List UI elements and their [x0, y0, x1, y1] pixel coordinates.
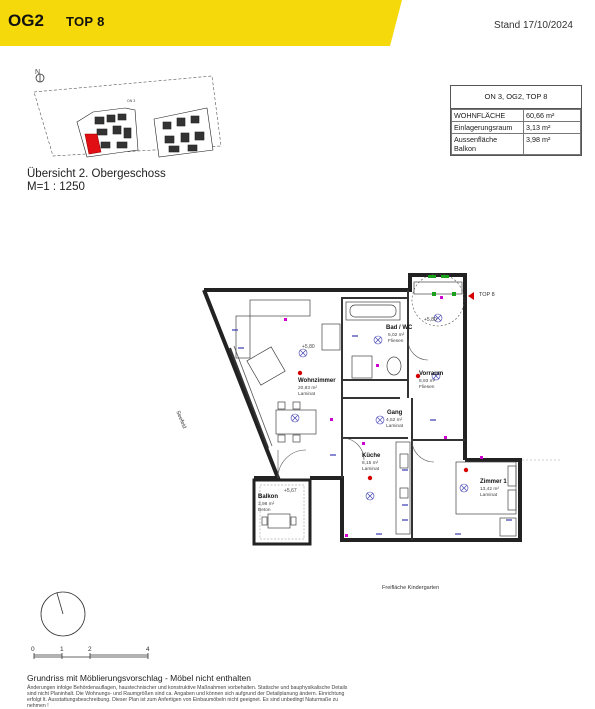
header-bar: OG2 TOP 8 Stand 17/10/2024 — [0, 0, 595, 46]
scale-tick-2: 2 — [88, 646, 92, 653]
scale-tick-4: 4 — [146, 646, 150, 653]
room-floor-gang: Laminat — [386, 424, 404, 429]
kitchen-counters — [395, 441, 411, 535]
room-area-bad: 5,02 m² — [388, 333, 405, 338]
footer-note: Änderungen infolge Behördenauflagen, hau… — [27, 685, 348, 709]
room-area-balkon: 3,98 m² — [258, 502, 275, 507]
room-floor-vorraum: Fliesen — [419, 385, 435, 390]
building-block-left — [76, 107, 139, 158]
area-label-balkon: Aussenfläche Balkon — [451, 133, 524, 155]
room-floor-zimmer1: Laminat — [480, 493, 498, 498]
stand-date: Stand 17/10/2024 — [494, 20, 573, 31]
room-floor-bad: Fliesen — [388, 339, 404, 344]
info-box-heading: ON 3, OG2, TOP 8 — [451, 86, 581, 109]
room-area-vorraum: 8,93 m² — [419, 379, 436, 384]
outer-walls — [202, 273, 522, 542]
unit-title: TOP 8 — [66, 14, 105, 29]
room-name-wohnzimmer: Wohnzimmer — [298, 378, 336, 384]
room-name-zimmer1: Zimmer 1 — [480, 479, 507, 485]
header-accent-shape — [0, 0, 402, 46]
area-value-balkon: 3,98 m² — [523, 133, 581, 155]
room-name-bad: Bad / WC — [386, 325, 413, 331]
north-label: N — [35, 69, 41, 76]
building-block-right — [153, 107, 214, 158]
balcony-outline — [252, 478, 312, 546]
room-area-wohnzimmer: 20,83 m² — [298, 386, 317, 391]
unit-highlight — [84, 133, 102, 155]
detector-markers — [284, 296, 483, 537]
room-area-gang: 4,52 m² — [386, 418, 403, 423]
room-name-balkon: Balkon — [258, 494, 279, 500]
info-box: ON 3, OG2, TOP 8 WOHNFLÄCHE 60,66 m² Ein… — [450, 85, 582, 156]
footer-title: Grundriss mit Möblierungsvorschlag - Möb… — [27, 673, 251, 683]
facade-window — [229, 347, 269, 449]
block-label: ON 3 — [127, 99, 136, 103]
overview-title: Übersicht 2. Obergeschoss — [27, 168, 166, 180]
room-area-kueche: 8,15 m² — [362, 461, 379, 466]
north-arrow-icon — [35, 73, 45, 83]
scale-tick-1: 1 — [60, 646, 64, 653]
room-floor-balkon: Beton — [258, 508, 271, 513]
site-overview-map — [33, 73, 222, 158]
level-title: OG2 — [8, 11, 44, 30]
room-name-vorraum: Vorraum — [419, 371, 444, 377]
bedroom-furniture — [455, 461, 517, 537]
table-row: Aussenfläche Balkon 3,98 m² — [451, 133, 581, 155]
room-name-kueche: Küche — [362, 453, 381, 459]
table-row: Einlagerungsraum 3,13 m² — [451, 121, 581, 134]
room-floor-kueche: Laminat — [362, 467, 380, 472]
equipment-markers — [428, 275, 456, 296]
room-floor-wohnzimmer: Laminat — [298, 392, 316, 397]
scale-bar — [33, 653, 149, 659]
top-marker-icon — [468, 292, 474, 300]
plan-compass-icon — [40, 591, 86, 637]
scale-tick-0: 0 — [31, 646, 35, 653]
level-living: +5,80 — [302, 344, 315, 350]
room-area-zimmer1: 13,42 m² — [480, 487, 499, 492]
bath-fixtures — [345, 281, 463, 379]
room-name-gang: Gang — [387, 410, 403, 416]
socket-markers — [232, 329, 512, 535]
top-marker-label: TOP 8 — [479, 292, 495, 298]
level-storage: +5,80 — [424, 317, 437, 323]
inner-walls — [341, 290, 465, 540]
living-furniture — [235, 299, 341, 443]
door-swings — [277, 273, 465, 479]
light-symbols — [290, 313, 469, 501]
area-table: WOHNFLÄCHE 60,66 m² Einlagerungsraum 3,1… — [451, 109, 581, 155]
outdoor-label: Freifläche Kindergarten — [382, 585, 440, 591]
overview-scale: M=1 : 1250 — [27, 181, 85, 193]
level-balcony: +5,67 — [284, 488, 297, 494]
